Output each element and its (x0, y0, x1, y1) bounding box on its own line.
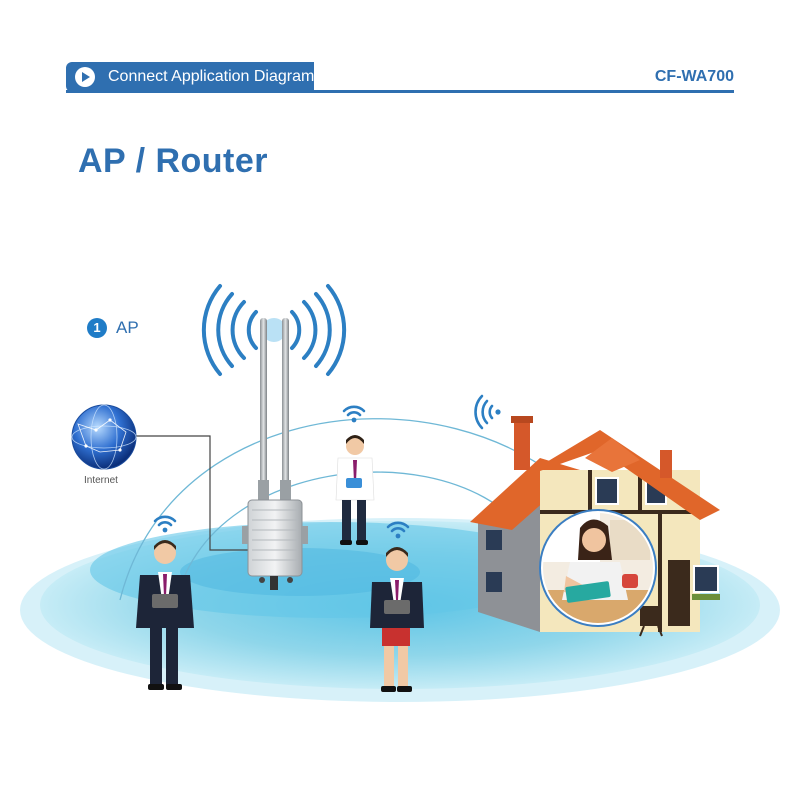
signal-waves-icon (201, 284, 347, 376)
internet-cable (132, 435, 250, 551)
user-figure (335, 435, 375, 545)
access-point-device (242, 318, 308, 590)
wifi-icon (153, 394, 543, 569)
globe-icon (71, 404, 137, 470)
mode-label: AP (116, 318, 139, 337)
house-illustration (470, 416, 720, 637)
user-figure (370, 547, 424, 692)
header-banner: Connect Application Diagram CF-WA700 (66, 62, 734, 94)
banner-underline (66, 90, 734, 93)
page-title: AP / Router (78, 142, 269, 180)
step-number-badge: 1 (87, 318, 107, 338)
user-figure (136, 540, 194, 690)
internet-label: Internet (84, 475, 118, 486)
banner-title: Connect Application Diagram (108, 68, 315, 85)
banner-tab (66, 62, 314, 92)
model-name: CF-WA700 (654, 68, 734, 85)
play-icon (75, 67, 95, 87)
